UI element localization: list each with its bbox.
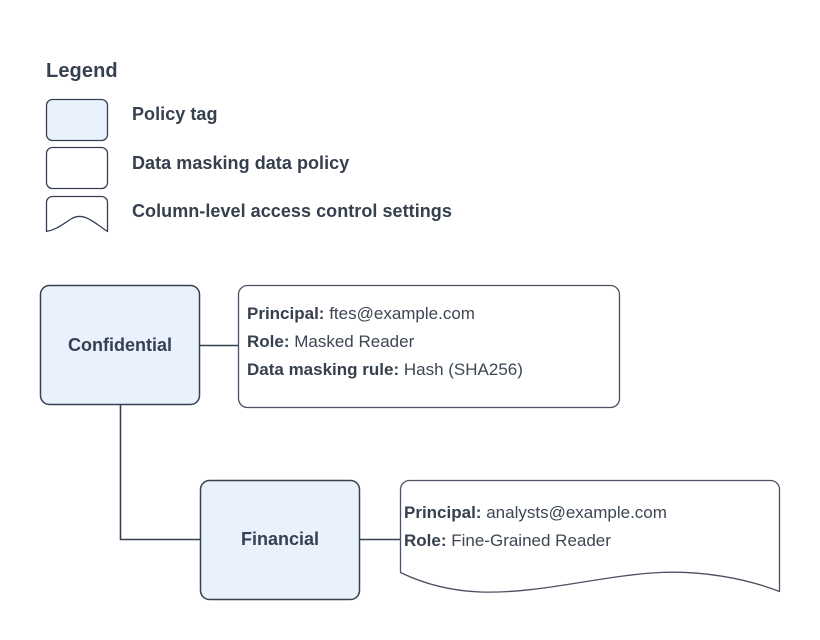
detail-row: Role: Fine-Grained Reader — [404, 527, 667, 555]
node-label-financial: Financial — [240, 529, 320, 549]
node-confidential[interactable] — [39, 284, 201, 406]
detail-value: analysts@example.com — [486, 503, 667, 522]
detail-value: Hash (SHA256) — [403, 360, 523, 379]
legend-title: Legend — [46, 60, 118, 82]
legend-swatch-column-level-access — [45, 195, 109, 233]
detail-row: Principal: ftes@example.com — [247, 300, 523, 328]
detail-row: Principal: analysts@example.com — [404, 499, 667, 527]
detail-label: Principal: — [404, 503, 482, 522]
node-label-confidential: Confidential — [68, 335, 172, 355]
node-financial[interactable] — [199, 479, 361, 601]
detail-value: Masked Reader — [294, 332, 415, 351]
detail-value: ftes@example.com — [329, 304, 475, 323]
legend-swatch-data-masking-policy — [45, 146, 109, 190]
column-access-details: Principal: analysts@example.com Role: Fi… — [404, 499, 667, 555]
box-column-access[interactable] — [399, 479, 781, 593]
detail-label: Principal: — [247, 304, 325, 323]
detail-label: Role: — [404, 531, 447, 550]
legend-label-column-level-access: Column-level access control settings — [132, 201, 452, 221]
legend-swatch-policy-tag — [45, 98, 109, 142]
legend-label-policy-tag: Policy tag — [132, 104, 218, 124]
legend-label-data-masking-policy: Data masking data policy — [132, 153, 350, 173]
detail-label: Role: — [247, 332, 290, 351]
connector-confidential-to-financial — [119, 405, 200, 541]
detail-value: Fine-Grained Reader — [451, 531, 611, 550]
detail-row: Data masking rule: Hash (SHA256) — [247, 356, 523, 384]
detail-label: Data masking rule: — [247, 360, 400, 379]
box-masking-policy[interactable] — [237, 284, 621, 409]
masking-policy-details: Principal: ftes@example.com Role: Masked… — [247, 300, 523, 384]
detail-row: Role: Masked Reader — [247, 328, 523, 356]
